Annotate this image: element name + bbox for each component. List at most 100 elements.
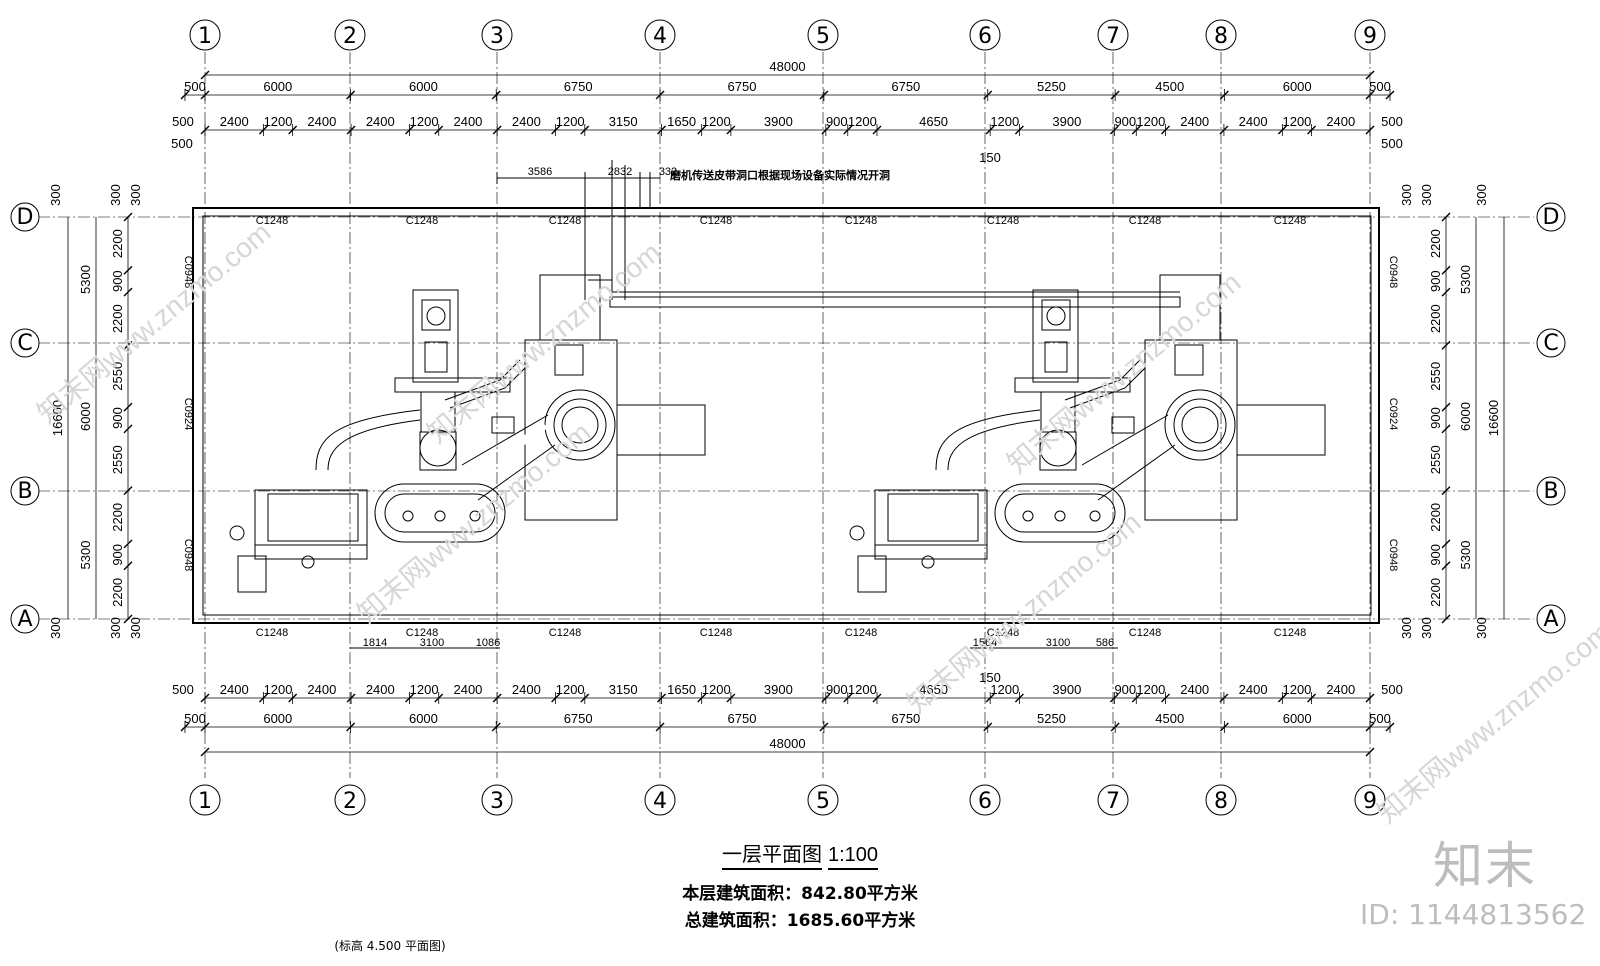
column-bubble-label: 1: [198, 24, 212, 49]
dim-opening-top: 1200: [556, 114, 585, 129]
column-bubble-2: 2: [334, 19, 366, 51]
dim-vertical-detail: 900: [1428, 407, 1443, 429]
dim-opening-top: 1200: [410, 114, 439, 129]
dim-opening-top: 1200: [848, 114, 877, 129]
window-tag-vertical: C0948: [182, 256, 194, 288]
column-bubble-label: 8: [1214, 789, 1228, 814]
dim-vertical-detail: 2200: [110, 503, 125, 532]
column-bubble-label: 9: [1363, 24, 1377, 49]
row-bubble-label: D: [17, 205, 34, 230]
dim-opening-bottom: 2400: [453, 682, 482, 697]
window-tag: C1248: [256, 215, 288, 227]
dim-opening-top: 4650: [919, 114, 948, 129]
column-bubble-label: 1: [198, 789, 212, 814]
column-bubble-1: 1: [189, 784, 221, 816]
column-bubble-label: 3: [490, 789, 504, 814]
window-tag-vertical: C0924: [1387, 398, 1399, 430]
dim-opening-bottom: 1200: [556, 682, 585, 697]
dim-edge-300: 300: [48, 184, 63, 206]
column-bubble-label: 5: [816, 789, 830, 814]
exterior-wall-inner: [202, 215, 1372, 616]
dim-vertical-detail: 2200: [1428, 503, 1443, 532]
dim-vertical-overall: 16600: [50, 400, 65, 436]
dim-vertical-detail: 2200: [110, 578, 125, 607]
column-bubble-9: 9: [1354, 19, 1386, 51]
dim-edge-300: 300: [48, 617, 63, 639]
dim-opening-bottom: 1200: [410, 682, 439, 697]
dim-bay-top: 4500: [1155, 79, 1184, 94]
dim-bay-top: 500: [184, 79, 206, 94]
row-bubble-label: A: [1543, 607, 1558, 632]
column-bubble-8: 8: [1205, 19, 1237, 51]
watermark-site-text: 知末网www.znzmo.com: [1001, 266, 1246, 479]
dim-bay-bottom: 6000: [263, 711, 292, 726]
dim-vertical-detail: 2550: [1428, 362, 1443, 391]
drawing-scale: 1:100: [827, 844, 879, 870]
dim-edge: 500: [172, 114, 194, 129]
dim-vertical-detail: 2550: [110, 445, 125, 474]
dim-opening-bottom: 2400: [1180, 682, 1209, 697]
dim-edge-300: 300: [1474, 617, 1489, 639]
dim-opening-top: 2400: [220, 114, 249, 129]
dim-edge: 500: [1381, 114, 1403, 129]
column-bubble-7: 7: [1097, 19, 1129, 51]
dim-vertical-detail: 900: [1428, 544, 1443, 566]
dim-bay-bottom: 4500: [1155, 711, 1184, 726]
dim-edge-300: 300: [108, 184, 123, 206]
row-bubble-A: A: [1536, 604, 1566, 634]
window-tag: C1248: [1274, 627, 1306, 639]
dim-vertical-bay: 6000: [78, 402, 93, 431]
window-tag: C1248: [1129, 215, 1161, 227]
dim-vertical-detail: 900: [110, 544, 125, 566]
floor-area-text: 本层建筑面积：842.80平方米: [682, 884, 918, 904]
dim-opening-bottom: 900: [1114, 682, 1136, 697]
equipment-dim: 3100: [420, 637, 444, 649]
dim-opening-bottom: 2400: [1326, 682, 1355, 697]
dim-opening-bottom: 2400: [220, 682, 249, 697]
window-tag: C1248: [1129, 627, 1161, 639]
dim-opening-top: 3900: [1052, 114, 1081, 129]
dim-opening-bottom: 2400: [512, 682, 541, 697]
column-bubble-label: 6: [978, 789, 992, 814]
window-tag-vertical: C0948: [182, 539, 194, 571]
column-bubble-5: 5: [807, 19, 839, 51]
dim-bay-top: 5250: [1037, 79, 1066, 94]
dim-vertical-overall: 16600: [1486, 400, 1501, 436]
row-bubble-D: D: [1536, 202, 1566, 232]
total-area-text: 总建筑面积：1685.60平方米: [684, 911, 916, 931]
window-tag: C1248: [700, 215, 732, 227]
dim-opening-bottom: 1200: [1136, 682, 1165, 697]
column-bubble-label: 8: [1214, 24, 1228, 49]
dim-vertical-bay: 6000: [1458, 402, 1473, 431]
column-bubble-4: 4: [644, 19, 676, 51]
window-tag: C1248: [406, 627, 438, 639]
dim-bay-top: 6750: [728, 79, 757, 94]
column-bubble-8: 8: [1205, 784, 1237, 816]
window-tag: C1248: [845, 627, 877, 639]
dim-opening-top: 2400: [453, 114, 482, 129]
row-bubble-D: D: [10, 202, 40, 232]
dim-edge-300: 300: [1419, 617, 1434, 639]
dim-vertical-bay: 5300: [1458, 541, 1473, 570]
equipment-dim: 1814: [363, 637, 387, 649]
dim-bay-bottom: 6000: [409, 711, 438, 726]
dim-opening-top: 2400: [1326, 114, 1355, 129]
window-tag-vertical: C0948: [1387, 256, 1399, 288]
watermark-logo: 知末: [1433, 837, 1537, 895]
dim-opening-top: 2400: [1239, 114, 1268, 129]
dim-bay-top: 500: [1369, 79, 1391, 94]
row-bubble-C: C: [1536, 328, 1566, 358]
elevation-note: (标高 4.500 平面图): [334, 939, 446, 953]
dim-bay-bottom: 6750: [891, 711, 920, 726]
dim-opening-top: 3150: [609, 114, 638, 129]
dim-offset: 150: [979, 150, 1001, 165]
window-tag-vertical: C0924: [182, 398, 194, 430]
dim-opening-bottom: 3150: [609, 682, 638, 697]
dim-opening-bottom: 4650: [919, 682, 948, 697]
column-bubble-label: 2: [343, 24, 357, 49]
dim-vertical-detail: 2550: [1428, 445, 1443, 474]
dim-overall: 48000: [769, 736, 805, 751]
window-tag: C1248: [1274, 215, 1306, 227]
dim-edge-300: 300: [128, 617, 143, 639]
